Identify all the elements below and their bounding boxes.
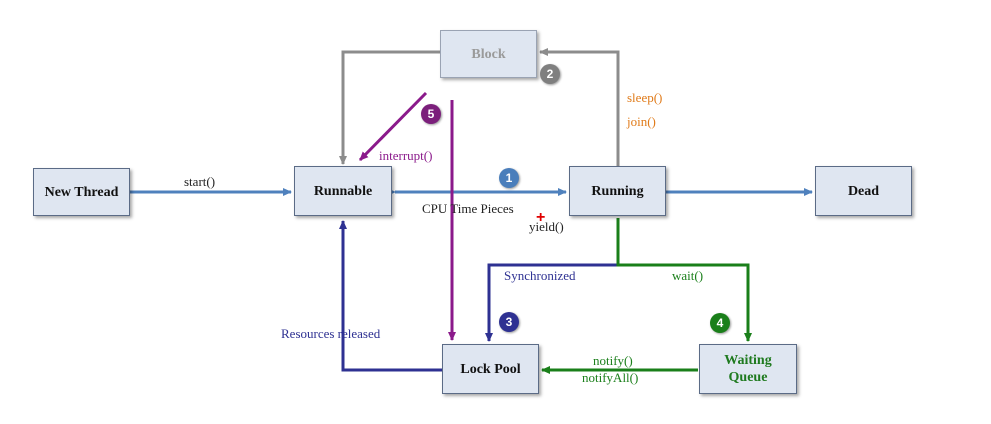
label-notify-all: notifyAll(): [582, 370, 639, 385]
state-running-label: Running: [591, 183, 644, 199]
label-start: start(): [184, 174, 216, 189]
badge-3: 3: [499, 312, 519, 332]
label-interrupt: interrupt(): [379, 148, 433, 163]
arrow-wait: [616, 218, 752, 342]
label-resources-released: Resources released: [281, 326, 381, 341]
state-runnable-label: Runnable: [313, 183, 373, 199]
state-lock-pool: Lock Pool: [442, 344, 539, 394]
state-dead: Dead: [815, 166, 912, 216]
label-wait: wait(): [672, 268, 704, 283]
badge-5: 5: [421, 104, 441, 124]
state-dead-label: Dead: [847, 183, 880, 199]
label-notify: notify(): [593, 353, 633, 368]
badge-2: 2: [540, 64, 560, 84]
arrow-running-block: [539, 48, 620, 166]
state-running: Running: [569, 166, 666, 216]
label-sleep: sleep(): [627, 90, 663, 105]
state-runnable: Runnable: [294, 166, 392, 216]
badge-4: 4: [710, 313, 730, 333]
state-waiting-queue-label-1: Waiting: [724, 353, 772, 368]
state-block-label: Block: [471, 46, 506, 62]
label-join: join(): [627, 114, 656, 129]
state-block: Block: [440, 30, 537, 78]
state-new-thread: New Thread: [33, 168, 130, 216]
state-new-thread-label: New Thread: [44, 184, 119, 200]
label-yield: yield(): [529, 219, 564, 234]
label-synchronized: Synchronized: [504, 268, 576, 283]
state-waiting-queue-label-2: Queue: [728, 370, 768, 385]
arrow-interrupt: [358, 91, 428, 162]
state-waiting-queue: Waiting Queue: [699, 344, 797, 394]
cursor-crosshair-icon: +: [536, 209, 546, 226]
arrow-resources-released: [339, 220, 442, 372]
label-cpu-time-pieces: CPU Time Pieces: [422, 201, 514, 216]
arrow-block-runnable: [339, 50, 440, 165]
badge-1: 1: [499, 168, 519, 188]
state-lock-pool-label: Lock Pool: [460, 361, 521, 377]
